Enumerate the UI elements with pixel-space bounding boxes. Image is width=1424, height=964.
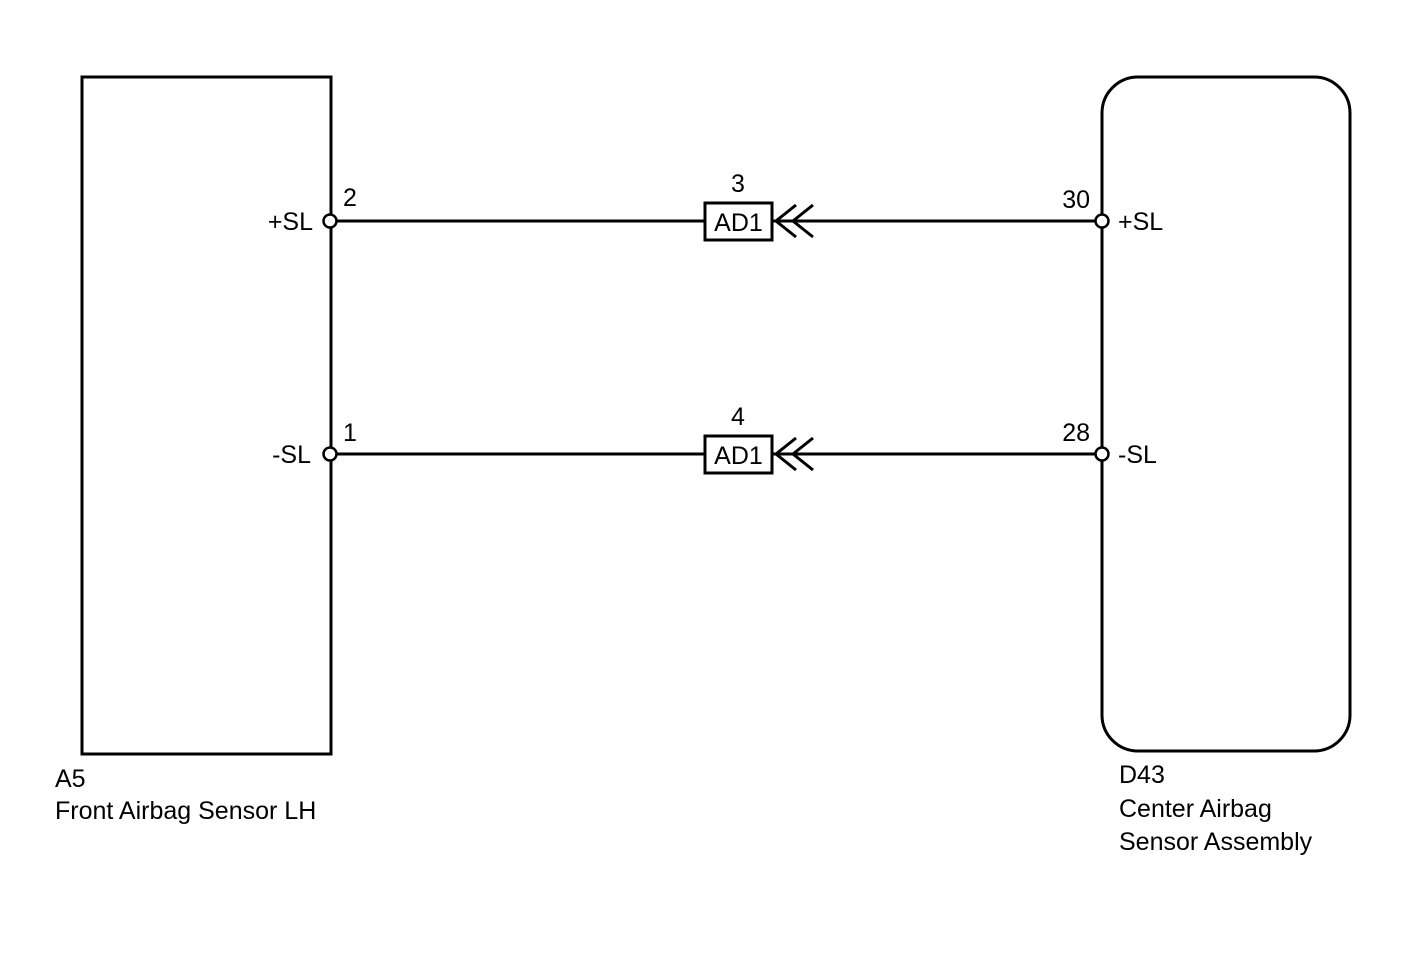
component-code-right: D43	[1119, 761, 1165, 789]
terminal-right-minus-sl	[1094, 446, 1110, 462]
left-pin-minus-sl: 1	[343, 419, 357, 447]
right-signal-plus-sl: +SL	[1118, 208, 1163, 236]
component-box-left	[80, 75, 333, 756]
left-signal-minus-sl: -SL	[272, 441, 311, 469]
terminal-left-plus-sl	[322, 213, 338, 229]
connector-box-plus-sl	[703, 201, 774, 242]
right-pin-plus-sl: 30	[1062, 186, 1090, 214]
component-name-right-line2: Sensor Assembly	[1119, 828, 1313, 856]
connector-box-minus-sl	[703, 434, 774, 475]
connector-arrow-plus-sl	[773, 203, 814, 239]
component-name-right-line1: Center Airbag	[1119, 795, 1272, 823]
component-name-left: Front Airbag Sensor LH	[55, 797, 316, 825]
connector-label-minus-sl: AD1	[714, 442, 763, 470]
right-pin-minus-sl: 28	[1062, 419, 1090, 447]
connector-label-plus-sl: AD1	[714, 209, 763, 237]
circuit-plus-sl: AD1 3 2 +SL 30 +SL	[268, 170, 1163, 242]
circuit-minus-sl: AD1 4 1 -SL 28 -SL	[272, 403, 1157, 475]
terminal-left-minus-sl	[322, 446, 338, 462]
component-box-right	[1100, 75, 1352, 753]
component-code-left: A5	[55, 765, 86, 793]
connector-pin-minus-sl: 4	[731, 403, 745, 431]
connector-pin-plus-sl: 3	[731, 170, 745, 198]
right-signal-minus-sl: -SL	[1118, 441, 1157, 469]
connector-arrow-minus-sl	[773, 436, 814, 472]
left-pin-plus-sl: 2	[343, 184, 357, 212]
left-signal-plus-sl: +SL	[268, 208, 313, 236]
terminal-right-plus-sl	[1094, 213, 1110, 229]
